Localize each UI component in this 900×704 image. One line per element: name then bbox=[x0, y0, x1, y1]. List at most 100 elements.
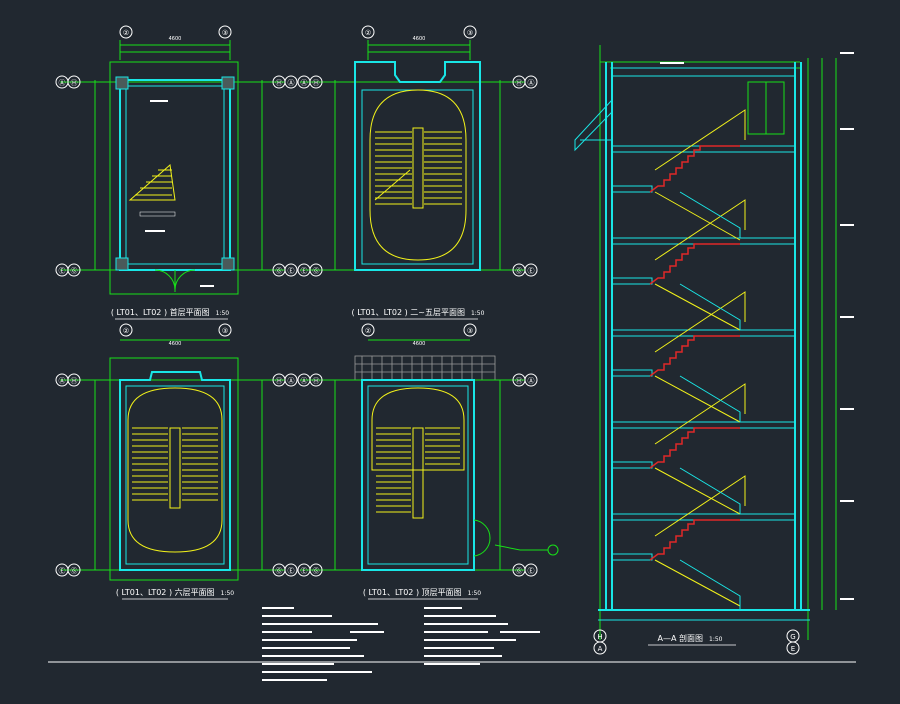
grid-label-g-right: Ⓖ bbox=[276, 267, 283, 275]
top-dimension: 4600 bbox=[413, 341, 426, 347]
grid-label-a: A bbox=[598, 645, 603, 653]
stair-oval bbox=[371, 387, 465, 519]
stair-treads bbox=[376, 427, 460, 513]
door-arcs bbox=[473, 519, 491, 557]
grid-label-g-right: Ⓖ bbox=[516, 567, 523, 575]
stair-flight bbox=[128, 164, 176, 201]
grid-bubbles bbox=[297, 25, 538, 277]
grid-label-h: Ⓗ bbox=[313, 377, 320, 385]
grid-label-e-right: Ⓔ bbox=[528, 267, 535, 275]
grid-label-e: Ⓔ bbox=[301, 567, 308, 575]
grid-label-e: E bbox=[791, 645, 795, 653]
grid-label-a: Ⓐ bbox=[301, 79, 308, 87]
columns bbox=[115, 76, 235, 271]
grid-label-3: ③ bbox=[467, 29, 473, 37]
walls bbox=[119, 79, 231, 271]
stair-flights bbox=[649, 145, 740, 561]
walls bbox=[354, 61, 481, 271]
stair-oval bbox=[127, 387, 223, 553]
grid-label-a: Ⓐ bbox=[59, 79, 66, 87]
roof-door bbox=[747, 81, 785, 135]
grid-label-g: Ⓖ bbox=[313, 267, 320, 275]
small-text-marks bbox=[139, 100, 214, 287]
grid-label-3: ③ bbox=[222, 29, 228, 37]
grid-label-2: ② bbox=[123, 327, 129, 335]
grid-label-g: Ⓖ bbox=[71, 267, 78, 275]
grid-bubbles bbox=[593, 629, 800, 655]
grid-label-g-right: Ⓖ bbox=[516, 267, 523, 275]
grid-label-e-right: Ⓔ bbox=[288, 267, 295, 275]
grid-labels: ② ③ Ⓐ Ⓗ Ⓗ Ⓐ Ⓔ Ⓖ Ⓖ Ⓔ bbox=[59, 327, 295, 575]
grid-label-e-right: Ⓔ bbox=[528, 567, 535, 575]
grid-label-g: Ⓖ bbox=[71, 567, 78, 575]
grid-bubbles bbox=[297, 323, 538, 577]
roof-hatch bbox=[354, 355, 496, 381]
grid-label-h: Ⓗ bbox=[313, 79, 320, 87]
top-dimension: 4600 bbox=[169, 341, 182, 347]
top-dimension: 4600 bbox=[169, 36, 182, 42]
grid-label-h: Ⓗ bbox=[71, 79, 78, 87]
grid-bubbles bbox=[55, 25, 298, 277]
grid-label-a-right: Ⓐ bbox=[528, 79, 535, 87]
floor-slabs bbox=[611, 145, 796, 561]
grid-label-a-right: Ⓐ bbox=[528, 377, 535, 385]
grid-bubbles bbox=[55, 323, 298, 577]
grid-label-h: Ⓗ bbox=[71, 377, 78, 385]
grid-label-e: Ⓔ bbox=[301, 267, 308, 275]
grid-labels: ② ③ Ⓐ Ⓗ Ⓗ Ⓐ Ⓔ Ⓖ Ⓖ Ⓔ bbox=[301, 327, 535, 575]
plan-roof-floor: ② ③ Ⓐ Ⓗ Ⓗ Ⓐ Ⓔ Ⓖ Ⓖ Ⓔ 4600 ( LT01、LT02 ) 顶… bbox=[297, 323, 559, 600]
grid-label-a: Ⓐ bbox=[301, 377, 308, 385]
plan-sixth-floor: ② ③ Ⓐ Ⓗ Ⓗ Ⓐ Ⓔ Ⓖ Ⓖ Ⓔ 4600 ( LT01、LT02 ) 六… bbox=[55, 323, 298, 600]
dimension-lines bbox=[599, 45, 837, 640]
grid-label-h-right: Ⓗ bbox=[276, 79, 283, 87]
dimension-lines bbox=[300, 339, 525, 571]
grid-label-h-right: Ⓗ bbox=[516, 79, 523, 87]
grid-label-e: Ⓔ bbox=[59, 567, 66, 575]
grid-label-a-right: Ⓐ bbox=[288, 79, 295, 87]
stair-treads bbox=[374, 127, 462, 209]
grid-labels: H A G E bbox=[597, 633, 795, 653]
dimension-lines bbox=[60, 339, 285, 581]
grid-label-g: G bbox=[790, 633, 795, 641]
grid-label-3: ③ bbox=[467, 327, 473, 335]
lower-flights bbox=[679, 191, 741, 610]
stair-treads bbox=[132, 427, 218, 501]
level-markers bbox=[660, 52, 854, 600]
grid-label-e: Ⓔ bbox=[59, 267, 66, 275]
grid-label-2: ② bbox=[365, 29, 371, 37]
leader-line bbox=[494, 544, 559, 556]
roof-canopy bbox=[574, 99, 613, 152]
grid-label-e-right: Ⓔ bbox=[288, 567, 295, 575]
grid-labels: ② ③ Ⓐ Ⓗ Ⓗ Ⓐ Ⓔ Ⓖ Ⓖ Ⓔ bbox=[59, 29, 295, 275]
grid-label-h-right: Ⓗ bbox=[516, 377, 523, 385]
grid-labels: ② ③ Ⓐ Ⓗ Ⓗ Ⓐ Ⓔ Ⓖ Ⓖ Ⓔ bbox=[301, 29, 535, 275]
plan-ground-floor: ② ③ Ⓐ Ⓗ Ⓗ Ⓐ Ⓔ Ⓖ Ⓖ Ⓔ 4600 ( LT01、LT02 ) 首… bbox=[55, 25, 298, 320]
grid-label-a: Ⓐ bbox=[59, 377, 66, 385]
grid-label-g-right: Ⓖ bbox=[276, 567, 283, 575]
plan-second-fifth-floor: ② ③ Ⓐ Ⓗ Ⓗ Ⓐ Ⓔ Ⓖ Ⓖ Ⓔ 4600 ( LT01、LT02 ) 二… bbox=[297, 25, 538, 320]
grid-label-2: ② bbox=[365, 327, 371, 335]
grid-label-3: ③ bbox=[222, 327, 228, 335]
walls bbox=[361, 379, 475, 571]
stair-handrails bbox=[654, 109, 746, 607]
grid-label-h: H bbox=[597, 633, 602, 641]
walls bbox=[119, 371, 231, 571]
dimension-lines bbox=[60, 40, 285, 295]
stair-oval bbox=[369, 89, 467, 261]
grid-label-a-right: Ⓐ bbox=[288, 377, 295, 385]
design-notes bbox=[262, 607, 540, 681]
top-dimension: 4600 bbox=[413, 36, 426, 42]
grid-label-2: ② bbox=[123, 29, 129, 37]
